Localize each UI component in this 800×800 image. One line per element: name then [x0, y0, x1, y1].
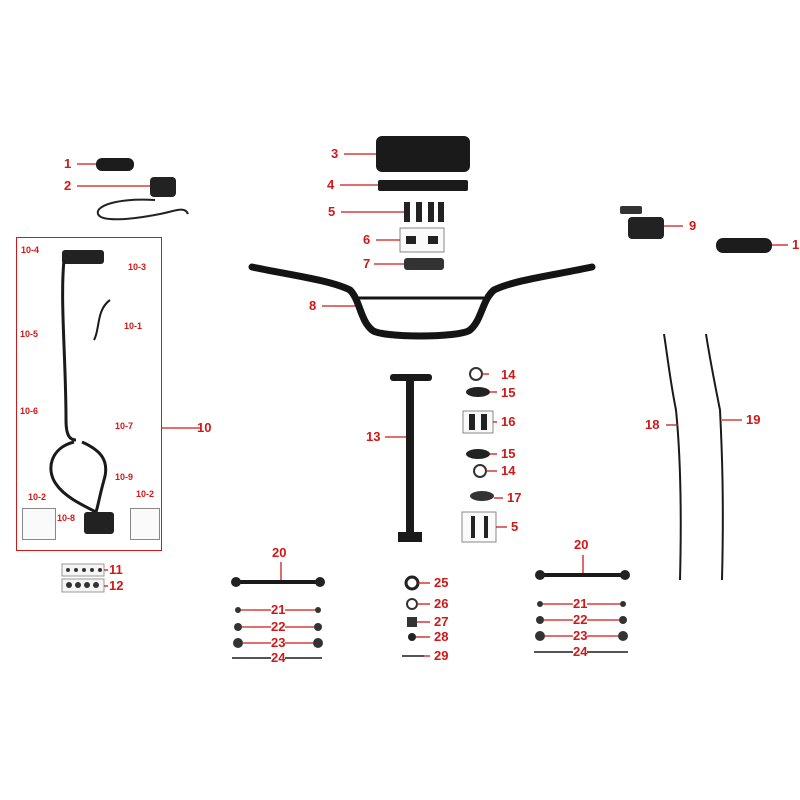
column-hardware	[461, 367, 507, 543]
callout-20-right: 20	[574, 537, 589, 552]
callout-26: 26	[434, 596, 449, 611]
lower-clamp	[374, 258, 444, 270]
handlebar	[248, 263, 596, 340]
callout-22-right: 22	[573, 612, 588, 627]
bolts-set	[341, 202, 444, 222]
callout-24-right: 24	[573, 644, 588, 659]
callout-10: 10	[197, 420, 212, 435]
callout-21-right: 21	[573, 596, 588, 611]
center-hardware	[402, 575, 430, 657]
callout-25: 25	[434, 575, 449, 590]
callout-16: 16	[501, 414, 516, 429]
callout-10-5: 10-5	[20, 329, 39, 339]
callout-20-left: 20	[272, 545, 287, 560]
callout-14: 14	[501, 367, 516, 382]
callout-18: 18	[645, 417, 660, 432]
handlebar-pad	[344, 136, 470, 172]
callout-27: 27	[434, 614, 449, 629]
callout-9: 9	[689, 218, 697, 233]
callout-15-lower: 15	[501, 446, 516, 461]
callout-5: 5	[328, 204, 336, 219]
callout-10-2-left: 10-2	[28, 492, 47, 502]
callout-10-1: 10-1	[124, 321, 143, 331]
callout-19: 19	[746, 412, 761, 427]
brake-assembly	[49, 250, 200, 534]
callout-6: 6	[363, 232, 371, 247]
brake-group-box	[16, 237, 162, 551]
callout-23-left: 23	[271, 635, 286, 650]
callout-15: 15	[501, 385, 516, 400]
steering-column	[385, 374, 432, 542]
pad-pane-right	[130, 508, 160, 540]
callout-10-8: 10-8	[57, 513, 76, 523]
grip-right	[716, 238, 788, 253]
callout-10-3: 10-3	[128, 262, 147, 272]
callout-14-lower: 14	[501, 463, 516, 478]
callout-1-right: 1	[792, 237, 800, 252]
clamps	[376, 227, 445, 253]
callout-10-7: 10-7	[115, 421, 134, 431]
switch-assembly	[77, 177, 189, 221]
callout-23-right: 23	[573, 628, 588, 643]
callout-12: 12	[109, 578, 124, 593]
pad-pane-left	[22, 508, 56, 540]
throttle-assembly	[620, 206, 683, 239]
callout-1: 1	[64, 156, 72, 171]
callout-10-4: 10-4	[21, 245, 40, 255]
callout-3: 3	[331, 146, 339, 161]
cables	[663, 333, 742, 581]
small-parts-11-12	[61, 563, 108, 593]
callout-11: 11	[109, 562, 123, 577]
callout-24-left: 24	[271, 650, 286, 665]
callout-21-left: 21	[271, 602, 286, 617]
callout-7: 7	[363, 256, 371, 271]
callout-17: 17	[507, 490, 522, 505]
callout-22-left: 22	[271, 619, 286, 634]
callout-29: 29	[434, 648, 449, 663]
callout-10-6: 10-6	[20, 406, 39, 416]
callout-5-lower: 5	[511, 519, 519, 534]
callout-28: 28	[434, 629, 449, 644]
callout-2: 2	[64, 178, 72, 193]
callout-4: 4	[327, 177, 335, 192]
callout-13: 13	[366, 429, 381, 444]
callout-8: 8	[309, 298, 317, 313]
grip-left	[77, 158, 134, 171]
callout-10-2-right: 10-2	[136, 489, 155, 499]
crossbar	[340, 180, 468, 191]
callout-10-9: 10-9	[115, 472, 134, 482]
